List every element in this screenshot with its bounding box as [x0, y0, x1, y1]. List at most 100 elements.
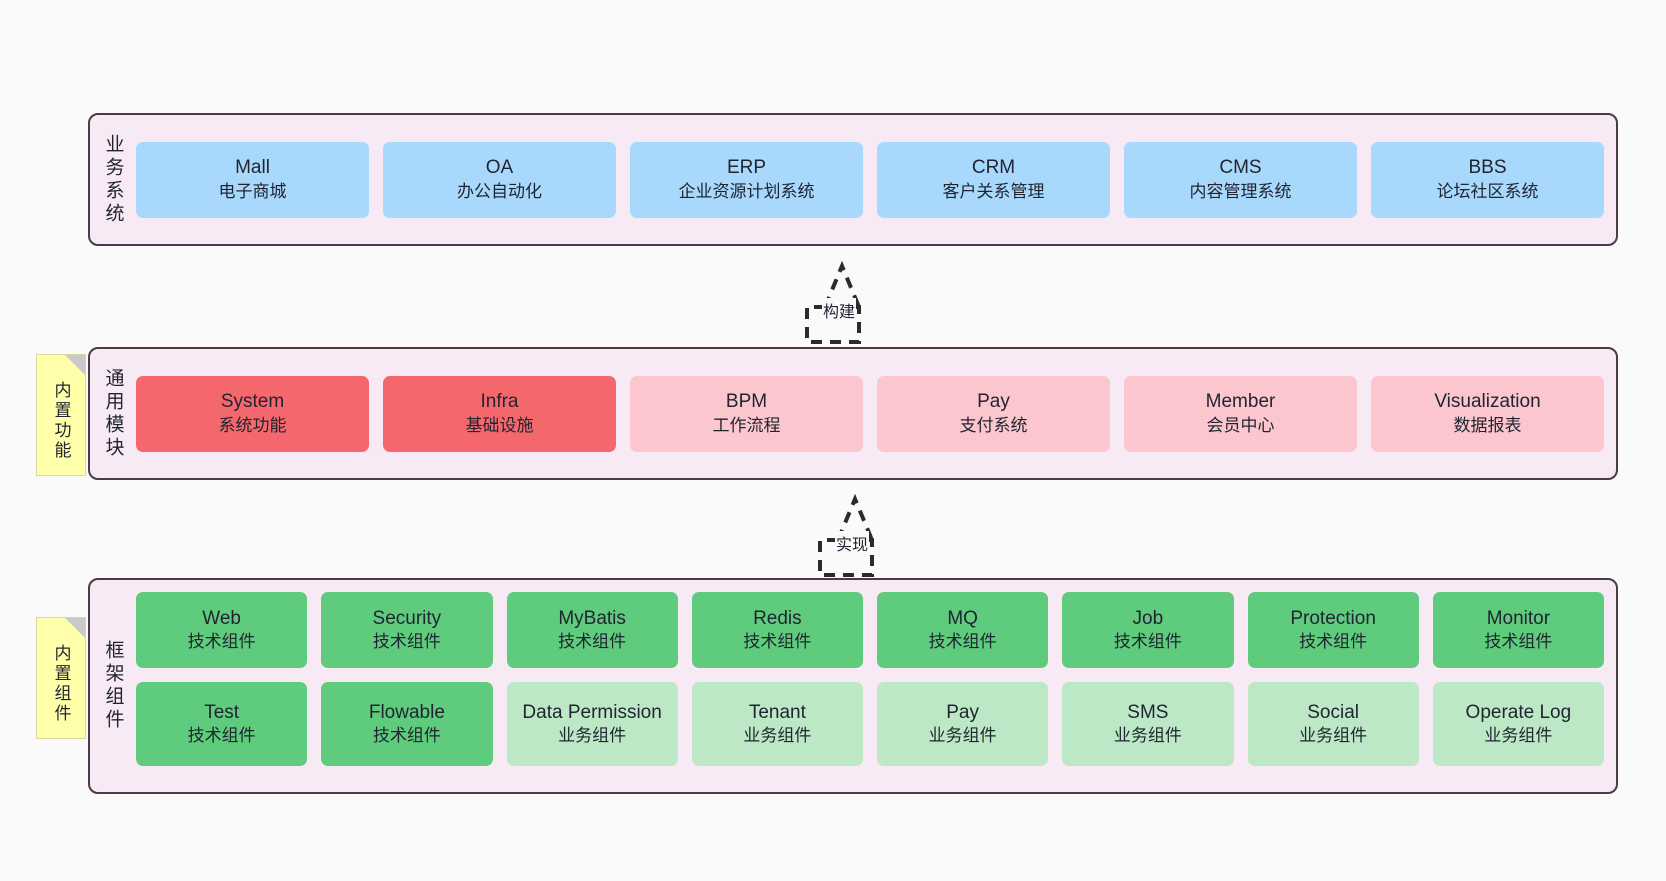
layer-title-framework-components: 框架组件	[102, 640, 124, 732]
box-subtitle: 技术组件	[1113, 632, 1182, 652]
box-bbs[interactable]: BBS 论坛社区系统	[1371, 141, 1604, 218]
box-pay-component[interactable]: Pay 业务组件	[877, 682, 1049, 766]
box-title: MyBatis	[558, 607, 626, 629]
box-subtitle: 技术组件	[558, 632, 627, 652]
box-title: BBS	[1468, 157, 1507, 179]
connector-implement: 实现	[773, 493, 933, 577]
box-bpm[interactable]: BPM 工作流程	[630, 375, 863, 452]
box-subtitle: 内容管理系统	[1189, 181, 1292, 201]
box-subtitle: 论坛社区系统	[1436, 181, 1539, 201]
box-subtitle: 业务组件	[928, 726, 997, 746]
sticky-note-builtin-functions: 内置功能	[36, 354, 86, 476]
box-protection[interactable]: Protection 技术组件	[1247, 592, 1419, 668]
box-title: BPM	[725, 391, 768, 413]
box-subtitle: 业务组件	[558, 726, 627, 746]
layer-framework-components: 框架组件 Web 技术组件 Security 技术组件 MyBatis 技术组件…	[88, 578, 1618, 794]
box-subtitle: 支付系统	[959, 415, 1028, 435]
layer-common-modules: 通用模块 System 系统功能 Infra 基础设施 BPM 工作流程 Pay…	[88, 347, 1618, 480]
box-redis[interactable]: Redis 技术组件	[691, 592, 863, 668]
box-title: Infra	[480, 391, 519, 413]
box-tenant[interactable]: Tenant 业务组件	[691, 682, 863, 766]
connector-build-label: 构建	[822, 298, 857, 322]
box-title: MQ	[947, 607, 978, 629]
box-subtitle: 技术组件	[928, 632, 997, 652]
box-system[interactable]: System 系统功能	[136, 375, 369, 452]
box-mybatis[interactable]: MyBatis 技术组件	[506, 592, 678, 668]
box-title: Mall	[235, 157, 270, 179]
layer-body-common-modules: System 系统功能 Infra 基础设施 BPM 工作流程 Pay 支付系统…	[136, 349, 1616, 478]
box-oa[interactable]: OA 办公自动化	[383, 141, 616, 218]
box-title: Test	[204, 701, 240, 723]
box-subtitle: 技术组件	[372, 726, 441, 746]
box-social[interactable]: Social 业务组件	[1247, 682, 1419, 766]
box-title: SMS	[1127, 701, 1169, 723]
box-subtitle: 技术组件	[187, 632, 256, 652]
box-subtitle: 客户关系管理	[942, 181, 1045, 201]
box-web[interactable]: Web 技术组件	[136, 592, 308, 668]
box-mq[interactable]: MQ 技术组件	[877, 592, 1049, 668]
box-title: System	[220, 391, 285, 413]
box-subtitle: 工作流程	[712, 415, 781, 435]
box-title: Visualization	[1434, 391, 1541, 413]
box-subtitle: 会员中心	[1206, 415, 1275, 435]
box-subtitle: 业务组件	[1299, 726, 1368, 746]
connector-implement-label: 实现	[835, 531, 870, 555]
box-visualization[interactable]: Visualization 数据报表	[1371, 375, 1604, 452]
layer-title-common-modules: 通用模块	[102, 367, 124, 460]
layer-title-business-systems: 业务系统	[102, 133, 124, 226]
box-mall[interactable]: Mall 电子商城	[136, 141, 369, 218]
box-monitor[interactable]: Monitor 技术组件	[1432, 592, 1604, 668]
box-subtitle: 技术组件	[743, 632, 812, 652]
box-job[interactable]: Job 技术组件	[1062, 592, 1234, 668]
box-subtitle: 电子商城	[218, 181, 287, 201]
box-title: Redis	[753, 607, 802, 629]
box-infra[interactable]: Infra 基础设施	[383, 375, 616, 452]
box-member[interactable]: Member 会员中心	[1124, 375, 1357, 452]
box-title: Social	[1307, 701, 1359, 723]
layer-body-business-systems: Mall 电子商城 OA 办公自动化 ERP 企业资源计划系统 CRM 客户关系…	[136, 115, 1616, 244]
arrow-stem	[805, 305, 861, 344]
box-title: ERP	[726, 157, 767, 179]
box-title: CMS	[1219, 157, 1262, 179]
arrow-stem	[818, 538, 874, 577]
box-erp[interactable]: ERP 企业资源计划系统	[630, 141, 863, 218]
box-test[interactable]: Test 技术组件	[136, 682, 308, 766]
box-sms[interactable]: SMS 业务组件	[1062, 682, 1234, 766]
note-fold-corner-icon	[65, 618, 85, 638]
box-title: Pay	[977, 391, 1010, 413]
box-subtitle: 业务组件	[1113, 726, 1182, 746]
box-title: Security	[372, 607, 442, 629]
box-subtitle: 办公自动化	[457, 181, 542, 201]
framework-tech-row: Web 技术组件 Security 技术组件 MyBatis 技术组件 Redi…	[136, 592, 1604, 668]
box-subtitle: 技术组件	[1299, 632, 1368, 652]
connector-build: 构建	[760, 260, 920, 344]
box-title: Web	[202, 607, 241, 629]
box-pay-module[interactable]: Pay 支付系统	[877, 375, 1110, 452]
box-operate-log[interactable]: Operate Log 业务组件	[1432, 682, 1604, 766]
box-title: Protection	[1290, 607, 1376, 629]
box-title: CRM	[971, 157, 1016, 179]
box-crm[interactable]: CRM 客户关系管理	[877, 141, 1110, 218]
box-title: Tenant	[748, 701, 806, 723]
box-subtitle: 技术组件	[187, 726, 256, 746]
box-title: Member	[1205, 391, 1276, 413]
box-subtitle: 技术组件	[1484, 632, 1553, 652]
note-fold-corner-icon	[65, 355, 85, 375]
box-cms[interactable]: CMS 内容管理系统	[1124, 141, 1357, 218]
sticky-note-label: 内置组件	[51, 644, 71, 724]
box-subtitle: 数据报表	[1453, 415, 1522, 435]
framework-business-row: Test 技术组件 Flowable 技术组件 Data Permission …	[136, 682, 1604, 766]
box-subtitle: 系统功能	[218, 415, 287, 435]
box-title: Data Permission	[522, 701, 662, 723]
box-subtitle: 业务组件	[743, 726, 812, 746]
box-data-permission[interactable]: Data Permission 业务组件	[506, 682, 678, 766]
box-title: Pay	[946, 701, 979, 723]
box-title: Operate Log	[1465, 701, 1572, 723]
box-title: OA	[485, 157, 514, 179]
box-flowable[interactable]: Flowable 技术组件	[321, 682, 493, 766]
box-security[interactable]: Security 技术组件	[321, 592, 493, 668]
sticky-note-label: 内置功能	[51, 381, 71, 461]
box-subtitle: 技术组件	[372, 632, 441, 652]
box-title: Monitor	[1486, 607, 1551, 629]
